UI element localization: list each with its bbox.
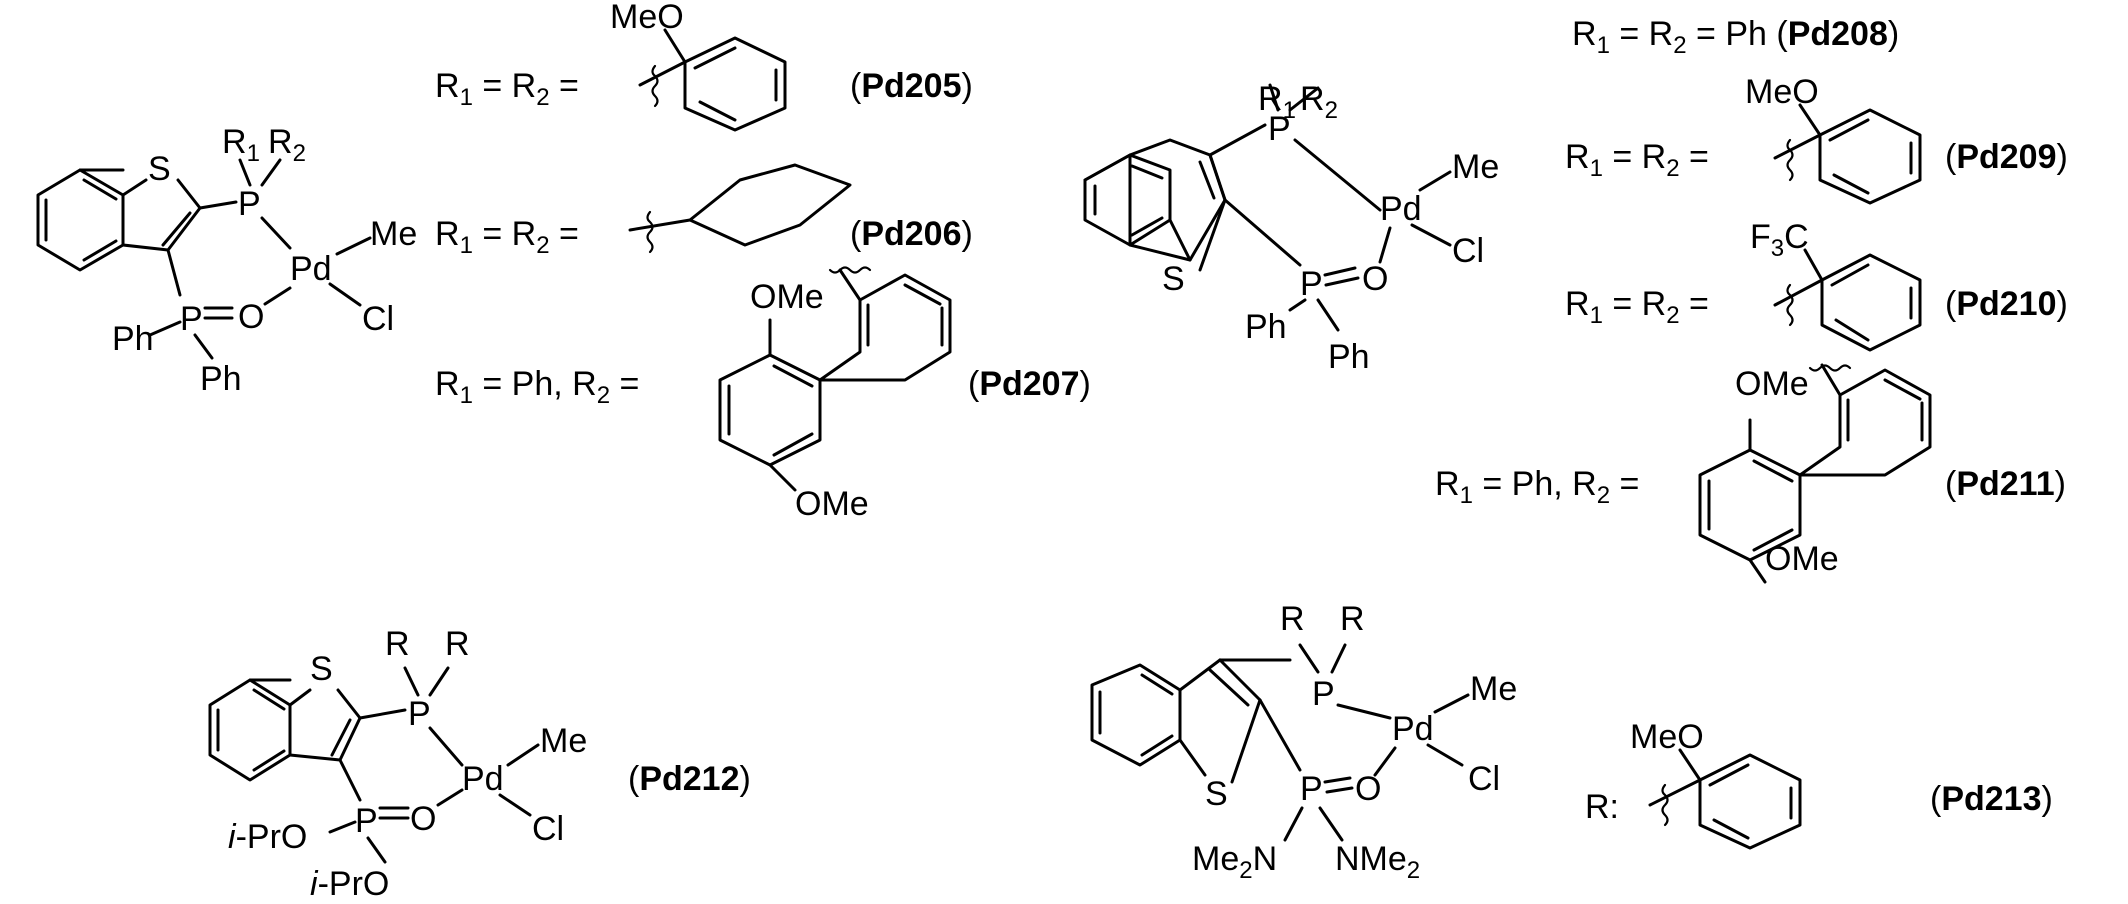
substituent-R: R xyxy=(385,625,410,663)
structure-pd213: S P R R Pd Me Cl P O Me2N NMe2 R: xyxy=(1090,600,2053,884)
compound-label-pd205: (Pd205) xyxy=(850,67,973,105)
compound-label-pd211: (Pd211) xyxy=(1945,465,2066,503)
2-methoxyphenyl-group: MeO xyxy=(1630,718,1802,850)
atom-Pd: Pd xyxy=(1380,190,1422,228)
compound-label-pd210: (Pd210) xyxy=(1945,285,2068,323)
atom-Me: Me xyxy=(540,722,587,760)
row-pd210: R1 = R2 = F3C (Pd210) xyxy=(1565,218,2068,352)
substituent-R1: R1 xyxy=(222,123,260,167)
compound-label-pd212: (Pd212) xyxy=(628,760,751,798)
atom-P-phosphonate: P xyxy=(355,802,378,840)
atom-Cl: Cl xyxy=(362,300,394,338)
2-6-dimethoxybiphenyl-group: OMe OMe xyxy=(718,266,952,523)
atom-S: S xyxy=(148,150,171,188)
atom-P: P xyxy=(408,695,431,733)
isopropoxy-label: i-PrO xyxy=(310,865,389,903)
benzothiophene-ring xyxy=(36,168,202,272)
scaffold-3-phosphino-benzothiophene: S P R1 R2 Pd Me Cl P O Ph Ph xyxy=(1083,80,1499,376)
row-pd207: R1 = Ph, R2 = OMe OMe (Pd207) xyxy=(435,266,1091,523)
benzothiophene-ring xyxy=(208,678,362,782)
atom-Cl: Cl xyxy=(1468,760,1500,798)
dimethylamino-label: NMe2 xyxy=(1335,840,1420,884)
row-pd205: R1 = R2 = MeO (Pd205) xyxy=(435,0,973,132)
scaffold-2-phosphino-benzothiophene: S P R1 R2 Pd Me Cl P O Ph Ph xyxy=(36,123,417,398)
atom-S: S xyxy=(1205,775,1228,813)
2-trifluoromethylphenyl-group: F3C xyxy=(1750,218,1922,352)
substituent-R: R xyxy=(1340,600,1365,638)
methoxy-label-top: OMe xyxy=(1735,365,1809,403)
atom-O: O xyxy=(1362,260,1388,298)
methoxy-label: MeO xyxy=(1630,718,1704,756)
atom-O: O xyxy=(238,298,264,336)
2-methoxyphenyl-group: MeO xyxy=(610,0,787,132)
atom-P-oxide: P xyxy=(1300,265,1323,303)
atom-Pd: Pd xyxy=(290,250,332,288)
row-pd211: R1 = Ph, R2 = OMe OMe (Pd211) xyxy=(1435,363,2066,584)
atom-P-diamidite: P xyxy=(1300,770,1323,808)
atom-Cl: Cl xyxy=(1452,232,1484,270)
atom-S: S xyxy=(1162,260,1185,298)
equation-r1-r2-ph: R1 = R2 = Ph (Pd208) xyxy=(1572,15,1899,59)
atom-Ph-left: Ph xyxy=(112,320,154,358)
atom-O: O xyxy=(410,800,436,838)
atom-Me: Me xyxy=(1470,670,1517,708)
row-pd206: R1 = R2 = (Pd206) xyxy=(435,163,973,259)
methoxy-label: MeO xyxy=(1745,73,1819,111)
atom-Ph-bottom: Ph xyxy=(1328,338,1370,376)
compound-label-pd207: (Pd207) xyxy=(968,365,1091,403)
atom-P: P xyxy=(1268,110,1291,148)
atom-S: S xyxy=(310,650,333,688)
row-pd208: R1 = R2 = Ph (Pd208) xyxy=(1572,15,1899,59)
substituent-R: R xyxy=(1280,600,1305,638)
2-6-dimethoxybiphenyl-group: OMe OMe xyxy=(1698,363,1932,584)
equation-r1-r2: R1 = R2 = xyxy=(435,215,579,259)
2-methoxyphenyl-group: MeO xyxy=(1745,73,1922,205)
equation-r1-ph-r2: R1 = Ph, R2 = xyxy=(435,365,639,409)
substituent-R1-label: R1 xyxy=(1258,80,1296,124)
atom-Me: Me xyxy=(1452,148,1499,186)
atom-P: P xyxy=(238,185,261,223)
isopropoxy-label: i-PrO xyxy=(228,818,307,856)
methoxy-label-bottom: OMe xyxy=(795,485,869,523)
equation-r1-ph-r2: R1 = Ph, R2 = xyxy=(1435,465,1639,509)
atom-P: P xyxy=(1312,675,1335,713)
methoxy-label: MeO xyxy=(610,0,684,36)
atom-P-oxide: P xyxy=(180,300,203,338)
methoxy-label-bottom: OMe xyxy=(1765,540,1839,578)
row-pd209: R1 = R2 = MeO (Pd209) xyxy=(1565,73,2068,205)
compound-label-pd209: (Pd209) xyxy=(1945,138,2068,176)
atom-O: O xyxy=(1355,770,1381,808)
atom-Pd: Pd xyxy=(1392,710,1434,748)
substituent-R2-label: R2 xyxy=(1300,80,1338,124)
equation-r1-r2: R1 = R2 = xyxy=(1565,285,1709,329)
equation-r1-r2: R1 = R2 = xyxy=(1565,138,1709,182)
dimethylamino-label: Me2N xyxy=(1192,840,1277,884)
trifluoromethyl-label: F3C xyxy=(1750,218,1809,262)
methoxy-label-top: OMe xyxy=(750,278,824,316)
atom-Pd: Pd xyxy=(462,760,504,798)
cyclohexyl-group xyxy=(628,163,852,254)
compound-label-pd206: (Pd206) xyxy=(850,215,973,253)
compound-label-pd213: (Pd213) xyxy=(1930,780,2053,818)
atom-Ph-bottom: Ph xyxy=(200,360,242,398)
r-colon-label: R: xyxy=(1585,788,1619,826)
substituent-R2: R2 xyxy=(268,123,306,167)
structure-pd212: S P R R Pd Me Cl P O i-PrO i-PrO (Pd212) xyxy=(208,625,751,903)
substituent-R: R xyxy=(445,625,470,663)
atom-Cl: Cl xyxy=(532,810,564,848)
equation-r1-r2: R1 = R2 = xyxy=(435,67,579,111)
atom-Me: Me xyxy=(370,215,417,253)
atom-Ph-left: Ph xyxy=(1245,308,1287,346)
